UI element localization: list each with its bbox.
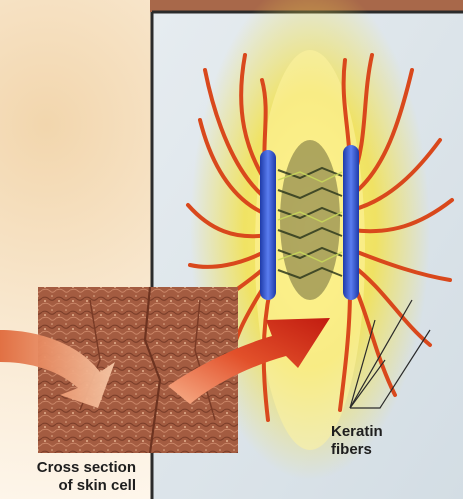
cross-label-line2: of skin cell xyxy=(0,477,136,495)
keratin-fibers-label: Keratin fibers xyxy=(331,423,383,459)
intercellular-space xyxy=(280,140,340,300)
cross-section-label: Cross section of skin cell xyxy=(0,459,136,495)
keratin-label-line2: fibers xyxy=(331,441,383,459)
keratin-label-line1: Keratin xyxy=(331,423,383,441)
cross-label-line1: Cross section xyxy=(0,459,136,477)
